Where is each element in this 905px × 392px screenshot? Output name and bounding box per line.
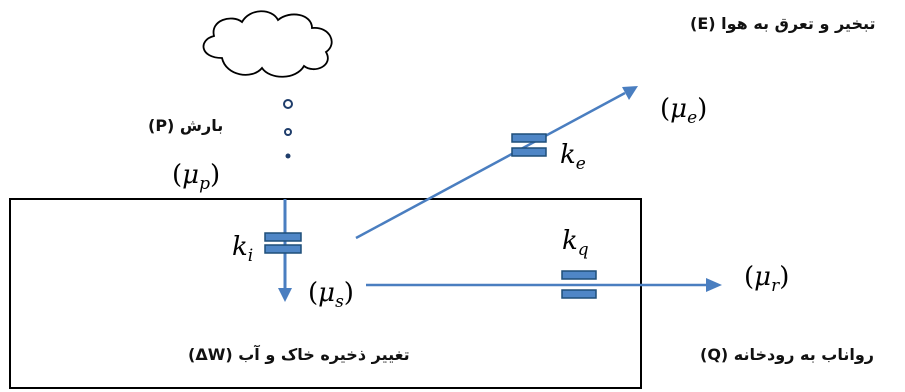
runoff-resistor	[561, 270, 597, 299]
mu-r-symbol: (μr)	[744, 262, 790, 296]
k-e-symbol: ke	[560, 140, 586, 174]
evaporation-resistor	[511, 133, 547, 157]
rain-drop	[285, 153, 291, 159]
precipitation-label: بارش (P)	[148, 116, 224, 135]
runoff-label: رواناب به رودخانه (Q)	[700, 345, 875, 364]
cloud-icon	[202, 10, 333, 78]
runoff-arrow	[366, 278, 722, 292]
mu-e-symbol: (μe)	[660, 94, 708, 128]
infiltration-arrow	[278, 199, 292, 302]
rain-drop	[283, 99, 293, 109]
mu-p-symbol: (μp)	[172, 160, 221, 194]
k-q-symbol: kq	[562, 226, 589, 260]
soil-storage-label: تغییر ذخیره خاک و آب (ΔW)	[188, 345, 410, 364]
soil-storage-box	[9, 198, 642, 389]
evaporation-arrow	[355, 86, 638, 240]
evapotranspiration-label: تبخیر و تعرق به هوا (E)	[690, 14, 876, 33]
infiltration-resistor	[264, 232, 302, 254]
k-i-symbol: ki	[232, 232, 254, 266]
rain-drop	[284, 128, 292, 136]
mu-s-symbol: (μs)	[308, 278, 354, 312]
